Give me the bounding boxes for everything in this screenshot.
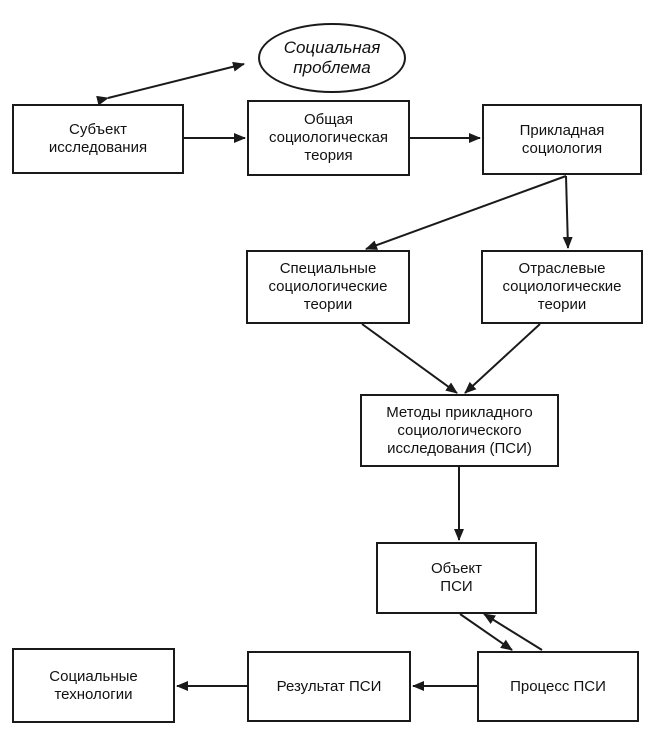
edge-subject-problem bbox=[96, 61, 245, 106]
node-research-object-label: Объект ПСИ bbox=[430, 560, 483, 595]
edge-object-process bbox=[459, 613, 513, 651]
node-research-result: Результат ПСИ bbox=[247, 651, 411, 722]
edge-applied-special bbox=[365, 175, 567, 250]
edge-branch-methods bbox=[464, 323, 541, 394]
edge-applied-branch bbox=[562, 175, 573, 249]
node-branch-theories-label: Отраслевые социологические теории bbox=[502, 260, 622, 313]
edge-process-object bbox=[483, 613, 543, 651]
node-general-theory-label: Общая социологическая теория bbox=[268, 111, 389, 164]
node-research-subject: Субъект исследования bbox=[12, 104, 184, 174]
node-research-methods: Методы прикладного социологического иссл… bbox=[360, 394, 559, 467]
node-research-result-label: Результат ПСИ bbox=[276, 677, 382, 695]
node-research-object: Объект ПСИ bbox=[376, 542, 537, 614]
edge-special-methods bbox=[361, 323, 458, 394]
node-social-problem: Социальная проблема bbox=[258, 23, 406, 93]
node-special-theories: Специальные социологические теории bbox=[246, 250, 410, 324]
node-applied-sociology: Прикладная социология bbox=[482, 104, 642, 175]
node-special-theories-label: Специальные социологические теории bbox=[268, 260, 388, 313]
node-social-technologies-label: Социальные технологии bbox=[49, 667, 138, 703]
node-research-process: Процесс ПСИ bbox=[477, 651, 639, 722]
node-branch-theories: Отраслевые социологические теории bbox=[481, 250, 643, 324]
node-applied-sociology-label: Прикладная социология bbox=[519, 121, 605, 157]
node-research-methods-label: Методы прикладного социологического иссл… bbox=[386, 403, 533, 457]
node-research-subject-label: Субъект исследования bbox=[48, 121, 148, 156]
node-social-technologies: Социальные технологии bbox=[12, 648, 175, 723]
node-social-problem-label: Социальная проблема bbox=[283, 38, 381, 77]
node-research-process-label: Процесс ПСИ bbox=[510, 677, 606, 695]
node-general-theory: Общая социологическая теория bbox=[247, 100, 410, 176]
